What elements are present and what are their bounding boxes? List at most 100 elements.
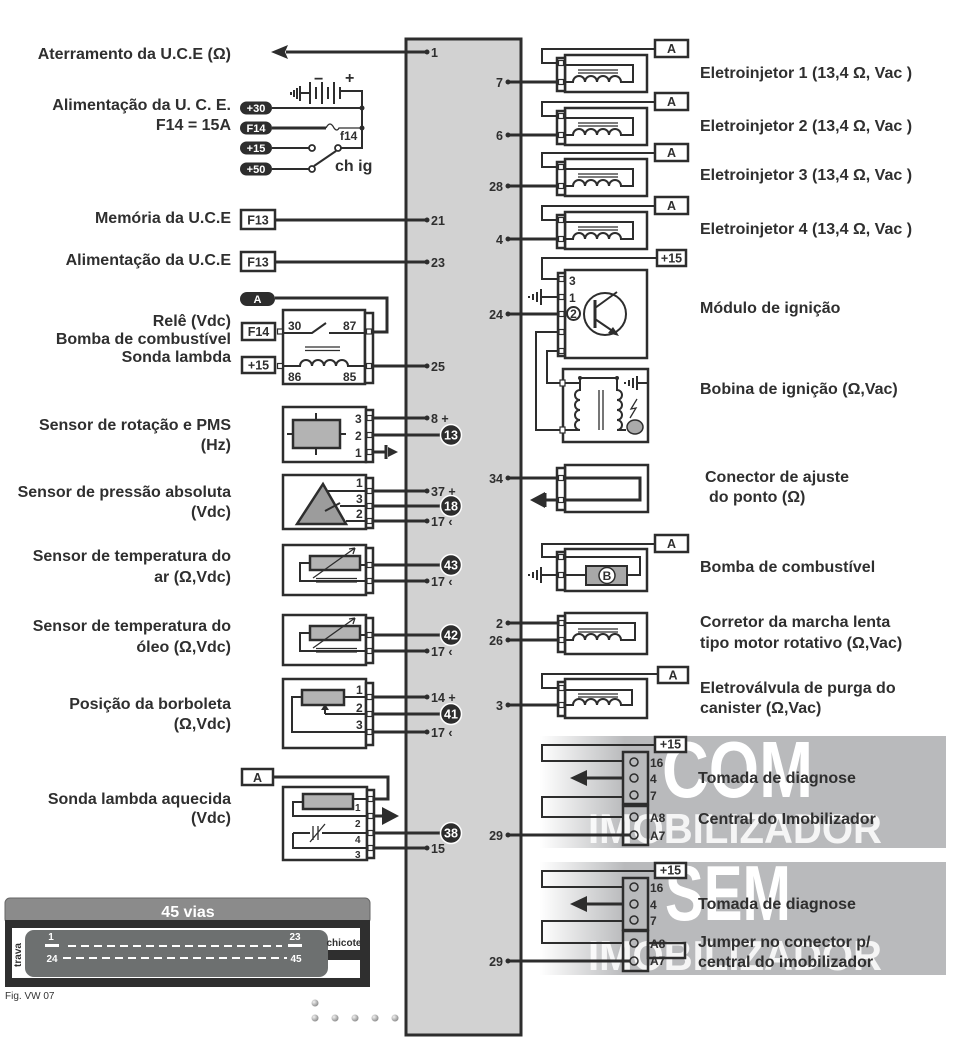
valve-tag: A — [668, 669, 677, 683]
pill-text: +50 — [247, 164, 266, 176]
pin-dot — [505, 236, 511, 242]
throttle-label: Posição da borboleta — [69, 696, 231, 713]
secondary-winding-icon — [616, 378, 626, 431]
connector-pin — [367, 844, 374, 852]
switch-contact — [308, 144, 316, 152]
throttle-unit: (Ω,Vdc) — [174, 716, 231, 733]
pill-shape — [240, 162, 272, 176]
connector-pin-label: 3 — [356, 718, 363, 732]
wiper-arrow-icon — [321, 704, 329, 710]
feed-tag: A — [253, 771, 262, 785]
pin-circle — [566, 306, 581, 321]
injector-3: A 28 Eletroinjetor 3 (13,4 Ω, Vac ) — [489, 142, 912, 198]
power-supply-circuit: Alimentação da U. C. E. F14 = 15A +30 F1… — [52, 70, 372, 176]
solenoid-coil-icon — [565, 221, 634, 240]
junction-dot — [578, 376, 582, 380]
pill-text: +15 — [247, 143, 266, 155]
map-sensor-unit: (Vdc) — [191, 504, 231, 521]
socket-pin — [629, 757, 639, 767]
pin-dot — [424, 578, 430, 584]
diag-immo-wire — [541, 920, 623, 944]
relay-terminal-87: 87 — [343, 319, 357, 333]
connector-pin — [367, 812, 374, 820]
ecu-pin-badge-label: 41 — [444, 708, 458, 722]
pin-dot — [424, 49, 430, 55]
solenoid-core-icon — [578, 173, 618, 178]
pin-dot — [505, 637, 511, 643]
memory-circuit: Memória da U.C.E F13 21 — [95, 208, 445, 231]
ignition-module: +15 3 1 2 24 Módulo de ignição — [489, 248, 841, 431]
connector-pin — [366, 502, 373, 510]
connector-pin — [558, 701, 565, 709]
relay-terminal-30: 30 — [288, 319, 302, 333]
rpm-sensor-unit: (Hz) — [201, 437, 231, 454]
connector-pin — [557, 553, 565, 561]
pin-dot — [424, 259, 430, 265]
pump-internal-wires — [565, 556, 641, 576]
fuse-label: F13 — [247, 256, 269, 270]
immobilizer-socket — [621, 804, 650, 847]
solenoid-core-icon — [578, 226, 618, 231]
battery-wiring — [290, 86, 363, 149]
ecu-pin-badge — [439, 821, 463, 845]
solenoid-core-icon — [578, 693, 618, 698]
primary-winding-icon — [565, 377, 617, 431]
pin-dot — [505, 311, 511, 317]
pump-symbol: B — [603, 569, 612, 583]
battery-plates — [309, 82, 341, 104]
ecu-pin-badge — [439, 702, 463, 726]
ecu-pin-label: 1 — [431, 46, 438, 60]
relay-core-icon — [305, 346, 340, 352]
diag-feed-wire — [541, 870, 655, 888]
jumper-label-line2: central do imobilizador — [698, 954, 873, 971]
harness-slot — [328, 950, 360, 960]
connector-pin — [557, 474, 565, 482]
sensor-internal-wires — [291, 696, 366, 733]
junction-dot — [359, 105, 365, 111]
relay-input-label: F14 — [248, 325, 270, 339]
rpm-sensor-label: Sensor de rotação e PMS — [39, 417, 231, 434]
connector-pin — [366, 487, 373, 495]
injector-label: Eletroinjetor 1 (13,4 Ω, Vac ) — [700, 65, 912, 82]
diag-immo-wire — [541, 796, 623, 818]
connector-pin — [557, 235, 565, 243]
connector-pin — [366, 561, 373, 569]
connector-pin — [557, 59, 565, 67]
ground-arrow-icon — [382, 807, 399, 825]
figure-caption: Fig. VW 07 — [5, 991, 55, 1002]
socket-pin — [629, 790, 639, 800]
ground-arrow-icon — [570, 770, 587, 786]
ecu-pin-label: 28 — [489, 180, 503, 194]
ground-arrow-icon — [570, 896, 587, 912]
pin-dot — [424, 217, 430, 223]
relay-label-line2: Bomba de combustível — [56, 331, 231, 348]
connector-pin — [366, 431, 373, 439]
transistor-icon — [583, 292, 627, 336]
sensor-connector — [365, 788, 376, 860]
battery-plus-sign: + — [345, 70, 354, 87]
ecu-pin-label: 23 — [431, 256, 445, 270]
motor-core-icon — [578, 628, 618, 633]
ecu-pin-badge-label: 43 — [444, 559, 458, 573]
connector-pin-label: 4 — [355, 835, 361, 846]
injector-feed-wire — [541, 205, 655, 221]
connector-pin-label: 1 — [355, 446, 362, 460]
ground-circuit: Aterramento da U.C.E (Ω) 1 — [38, 45, 438, 63]
ecu-pin-label: 3 — [496, 699, 503, 713]
ecu-pin-label: 34 — [489, 472, 503, 486]
switch-contact — [334, 144, 342, 152]
canister-label-line1: Eletroválvula de purga do — [700, 680, 896, 697]
connector-pin — [559, 379, 566, 387]
valve-connector — [556, 680, 567, 718]
connector-pin — [365, 328, 373, 335]
ecu-supply-label: Alimentação da U.C.E — [66, 252, 232, 269]
oil-temperature-sensor: Sensor de temperatura do óleo (Ω,Vdc) 42… — [33, 613, 463, 667]
diag-feed-wire — [541, 744, 655, 762]
terminal-pill-15: +15 — [240, 141, 272, 155]
connector-pin — [366, 647, 373, 655]
injector-label: Eletroinjetor 3 (13,4 Ω, Vac ) — [700, 167, 912, 184]
ecu-pin-label: 25 — [431, 360, 445, 374]
connector-pin — [276, 328, 284, 335]
heater-feed-wire — [273, 775, 390, 801]
